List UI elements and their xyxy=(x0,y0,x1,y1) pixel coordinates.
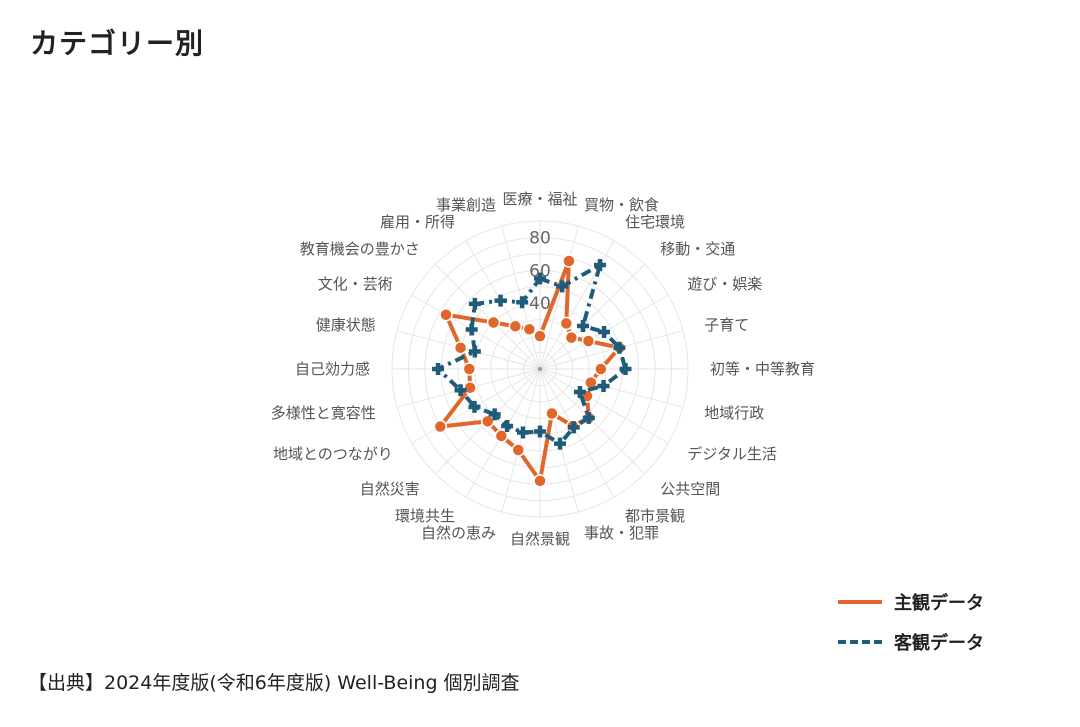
category-label: 自己効力感 xyxy=(295,360,370,378)
series-1-point xyxy=(534,425,546,438)
series-1-point xyxy=(556,280,569,293)
category-label: 事故・犯罪 xyxy=(584,524,659,542)
category-label: 住宅環境 xyxy=(625,213,685,231)
radial-tick-labels: 40 60 80 xyxy=(529,228,551,314)
category-label: 子育て xyxy=(704,316,749,334)
category-label: 自然景観 xyxy=(510,530,570,548)
series-0-point xyxy=(462,362,477,376)
center-point xyxy=(538,367,542,371)
series-0-point xyxy=(439,307,453,322)
category-label: 自然災害 xyxy=(360,480,420,498)
series-1-point xyxy=(534,272,546,285)
category-label: 環境共生 xyxy=(395,507,455,525)
series-1-point xyxy=(582,411,595,424)
series-1-point xyxy=(465,323,478,336)
series-1-point xyxy=(613,341,626,354)
series-1-point xyxy=(567,421,580,434)
category-label: 公共空間 xyxy=(660,480,720,498)
legend: 主観データ 客観データ xyxy=(838,582,984,662)
category-label: 雇用・所得 xyxy=(380,213,455,231)
series-0-point xyxy=(508,319,523,334)
category-label: 初等・中等教育 xyxy=(710,360,815,378)
category-axis-labels: 医療・福祉買物・飲食住宅環境移動・交通遊び・娯楽子育て初等・中等教育地域行政デジ… xyxy=(271,190,815,548)
series-0-point xyxy=(559,316,574,331)
series-1-point xyxy=(468,297,481,310)
series-1-point xyxy=(432,363,445,375)
grid-spoke xyxy=(434,263,541,370)
series-0-point xyxy=(511,443,526,457)
grid-spoke xyxy=(539,368,684,408)
legend-label: 主観データ xyxy=(894,593,984,614)
category-label: 地域行政 xyxy=(704,404,764,422)
grid-spoke xyxy=(465,240,541,370)
source-note: 【出典】2024年度版(令和6年度版) Well-Being 個別調査 xyxy=(28,672,520,694)
category-label: 多様性と寛容性 xyxy=(271,404,376,422)
category-label: 都市景観 xyxy=(625,507,685,525)
series-0-point xyxy=(522,322,537,337)
series-1-point xyxy=(554,437,567,450)
series-0-point xyxy=(533,329,547,343)
series-1-point xyxy=(594,259,607,272)
series-1-point xyxy=(597,380,610,393)
category-label: 買物・飲食 xyxy=(584,196,659,214)
tick-label: 80 xyxy=(529,228,551,248)
category-label: 教育機会の豊かさ xyxy=(300,240,420,258)
grid-spoke xyxy=(411,294,541,370)
category-label: デジタル生活 xyxy=(687,445,777,463)
legend-item-subjective[interactable]: 主観データ xyxy=(838,582,984,622)
series-0-point xyxy=(562,254,576,268)
radar-series xyxy=(432,254,632,488)
series-1-point xyxy=(619,363,632,375)
category-label: 健康状態 xyxy=(316,316,376,334)
series-0-point xyxy=(581,334,596,348)
category-label: 医療・福祉 xyxy=(502,190,577,208)
series-0-point xyxy=(453,340,468,355)
series-1-point xyxy=(494,294,507,307)
series-0-point xyxy=(480,414,495,429)
series-0-point xyxy=(533,474,547,488)
category-label: 文化・芸術 xyxy=(318,275,393,293)
tick-label: 60 xyxy=(529,261,551,281)
grid-spoke xyxy=(396,330,541,370)
series-1-point xyxy=(468,400,481,413)
grid-spoke xyxy=(539,225,579,370)
series-1-point xyxy=(573,386,586,399)
series-1-point xyxy=(488,408,501,421)
category-label: 事業創造 xyxy=(436,196,496,214)
series-1 xyxy=(432,259,632,450)
series-1-point xyxy=(598,326,611,338)
series-1-point xyxy=(516,426,529,439)
series-1-point xyxy=(501,419,514,432)
series-0-point xyxy=(486,315,501,330)
page-title: カテゴリー別 xyxy=(30,27,205,60)
series-0-point xyxy=(494,429,509,443)
series-0-point xyxy=(545,406,559,421)
grid-spoke xyxy=(539,263,646,370)
grid-spoke xyxy=(539,368,669,444)
tick-label: 40 xyxy=(529,294,551,314)
series-0-point xyxy=(594,362,608,376)
series-0-point xyxy=(433,419,448,434)
category-label: 移動・交通 xyxy=(660,240,735,258)
legend-swatch-subjective xyxy=(838,600,882,604)
legend-label: 客観データ xyxy=(894,633,984,654)
series-1-point xyxy=(468,345,481,358)
series-1-point xyxy=(516,296,529,309)
grid-spoke xyxy=(501,368,541,513)
legend-swatch-objective xyxy=(838,640,882,644)
series-1-point xyxy=(454,384,467,397)
grid-spoke xyxy=(539,330,684,370)
grid-spoke xyxy=(539,368,615,498)
category-label: 遊び・娯楽 xyxy=(687,275,762,293)
category-label: 自然の恵み xyxy=(421,524,496,542)
series-1-point xyxy=(577,319,590,332)
category-label: 地域とのつながり xyxy=(273,445,393,463)
series-0-point xyxy=(463,380,477,395)
series-0-point xyxy=(564,330,579,345)
legend-item-objective[interactable]: 客観データ xyxy=(838,622,984,662)
